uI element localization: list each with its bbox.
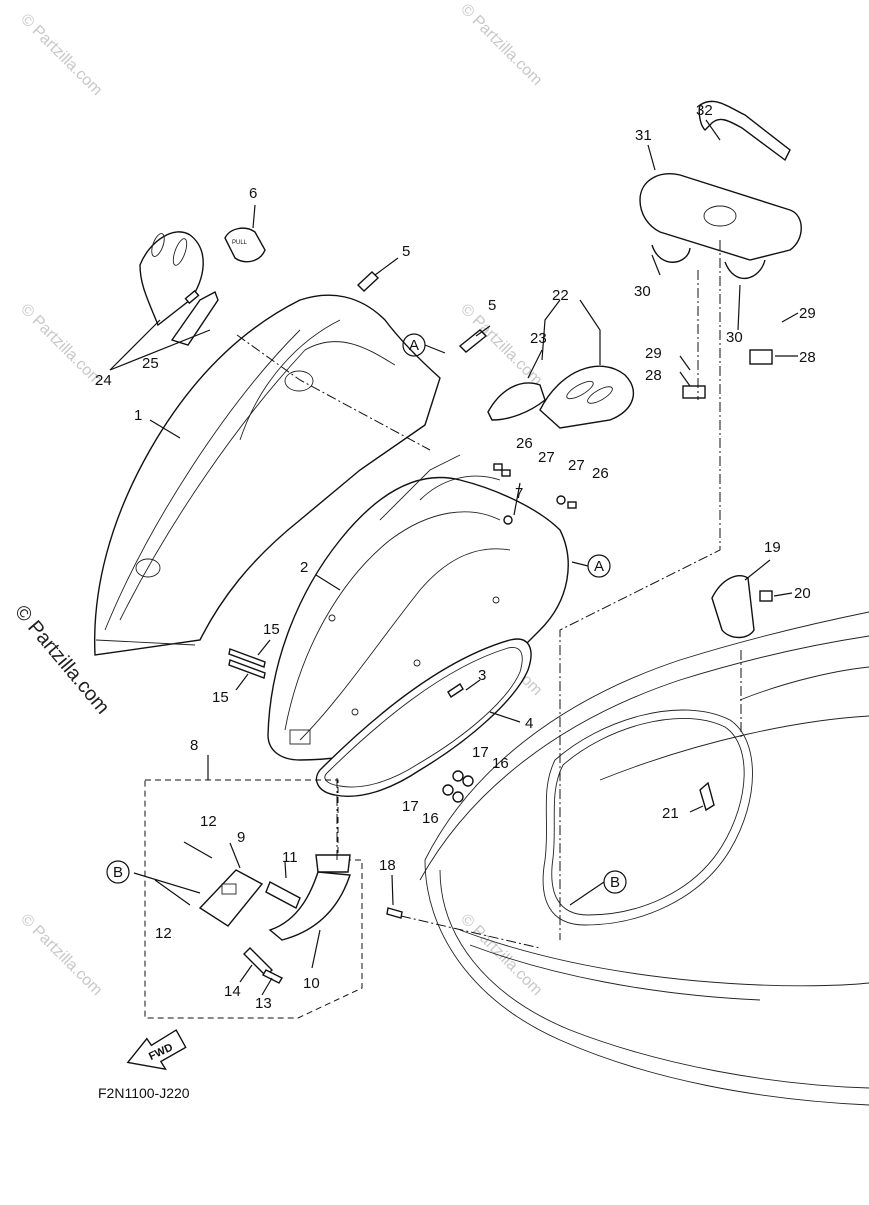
ref-marker-a: A (409, 337, 419, 354)
diagram-code: F2N1100-J220 (98, 1085, 190, 1101)
screw-18 (386, 907, 403, 919)
guide-lines (236, 240, 742, 949)
hull-outline (419, 611, 869, 1106)
callout-30: 30 (726, 329, 743, 346)
callout-29: 29 (645, 345, 662, 362)
callout-11: 11 (282, 849, 298, 866)
seal-gasket (315, 638, 532, 797)
callout-19: 19 (764, 539, 781, 556)
callout-20: 20 (794, 585, 811, 602)
watermark: © Partzilla.com (17, 11, 105, 99)
screw-21 (699, 781, 715, 812)
callout-labels: 1 2 3 4 5 5 6 7 8 9 10 11 12 12 13 14 15… (95, 102, 816, 1012)
side-panel-24 (139, 231, 219, 346)
ref-marker-b: B (610, 874, 620, 891)
callout-15: 15 (263, 621, 280, 638)
callout-25: 25 (142, 355, 159, 372)
nuts-16-17 (442, 770, 474, 803)
screw-3 (447, 683, 464, 698)
callout-8: 8 (190, 737, 198, 754)
callout-16: 16 (422, 810, 439, 827)
watermark: © Partzilla.com (457, 1, 545, 89)
callout-17: 17 (402, 798, 419, 815)
callout-12: 12 (200, 813, 217, 830)
ref-markers: A A B B (106, 333, 627, 894)
latch-part-6: PULL (224, 227, 266, 263)
ref-marker-a: A (594, 558, 604, 575)
fasteners-26-27 (493, 463, 577, 509)
callout-9: 9 (237, 829, 245, 846)
bolts-15 (228, 648, 266, 679)
callout-16: 16 (492, 755, 509, 772)
callout-17: 17 (472, 744, 489, 761)
callout-4: 4 (525, 715, 533, 732)
callout-13: 13 (255, 995, 272, 1012)
callout-22: 22 (552, 287, 569, 304)
fwd-arrow: FWD (126, 1029, 187, 1071)
callout-28: 28 (645, 367, 662, 384)
side-panel-22 (487, 365, 635, 429)
latch-assembly (154, 841, 351, 984)
callout-23: 23 (530, 330, 547, 347)
screw-7 (503, 515, 513, 525)
group-box-8 (144, 779, 363, 1019)
bracket-19-20 (711, 575, 773, 639)
leader-lines (109, 119, 799, 996)
ref-marker-b: B (113, 864, 123, 881)
callout-10: 10 (303, 975, 320, 992)
callout-21: 21 (662, 805, 679, 822)
svg-text:PULL: PULL (232, 240, 248, 246)
callout-12: 12 (155, 925, 172, 942)
clip-part-5 (356, 271, 488, 353)
callout-5: 5 (402, 243, 410, 260)
callout-18: 18 (379, 857, 396, 874)
front-hood (93, 294, 441, 656)
callout-32: 32 (696, 102, 713, 119)
callout-7: 7 (515, 485, 523, 502)
watermark: © Partzilla.com (17, 911, 105, 999)
watermark: © Partzilla.com (457, 911, 545, 999)
callout-3: 3 (478, 667, 486, 684)
callout-27: 27 (568, 457, 585, 474)
callout-27: 27 (538, 449, 555, 466)
callout-14: 14 (224, 983, 241, 1000)
callout-28: 28 (799, 349, 816, 366)
callout-31: 31 (635, 127, 652, 144)
callout-15: 15 (212, 689, 229, 706)
callout-29: 29 (799, 305, 816, 322)
callout-6: 6 (249, 185, 257, 202)
watermark: © Partzilla.com (17, 301, 105, 389)
callout-26: 26 (592, 465, 609, 482)
storage-compartment (542, 709, 753, 926)
callout-5: 5 (488, 297, 496, 314)
callout-2: 2 (300, 559, 308, 576)
holder-assembly (639, 100, 802, 399)
callout-24: 24 (95, 372, 112, 389)
callout-1: 1 (134, 407, 142, 424)
callout-30: 30 (634, 283, 651, 300)
callout-26: 26 (516, 435, 533, 452)
